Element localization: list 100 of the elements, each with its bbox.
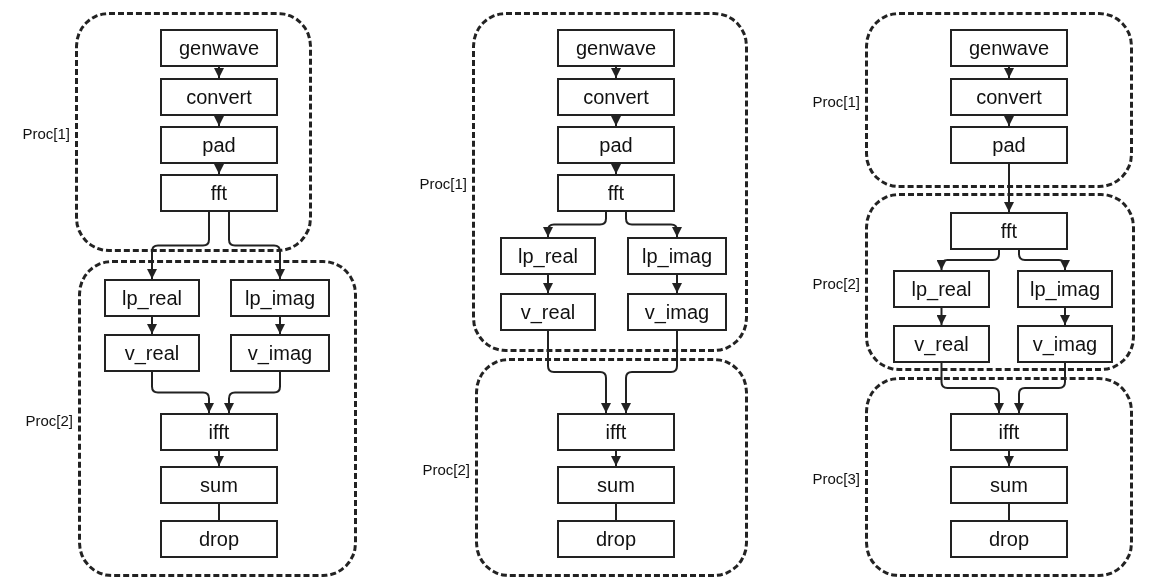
arrow xyxy=(275,316,285,335)
process-name: genwave xyxy=(575,36,657,60)
process-box xyxy=(104,334,200,372)
arrow xyxy=(1060,307,1070,326)
process-name: convert xyxy=(976,85,1042,109)
arrow xyxy=(1004,115,1014,127)
process-box xyxy=(1017,325,1113,363)
process-name: v_real xyxy=(124,341,180,365)
process-name: lp_imag xyxy=(244,286,315,310)
process-name: sum xyxy=(597,473,635,497)
arrow xyxy=(611,450,621,467)
arrow xyxy=(147,211,210,280)
process-box xyxy=(950,520,1068,558)
process-box xyxy=(557,126,675,164)
process-box xyxy=(160,520,278,558)
arrow xyxy=(543,211,607,238)
process-name: lp_imag xyxy=(641,244,712,268)
process-name: lp_real xyxy=(911,277,972,301)
process-name: fft xyxy=(210,181,228,205)
process-box xyxy=(160,126,278,164)
arrow xyxy=(147,316,157,335)
arrow xyxy=(543,274,553,294)
process-name: ifft xyxy=(998,420,1020,444)
process-box xyxy=(950,212,1068,250)
process-box xyxy=(500,237,596,275)
process-name: fft xyxy=(607,181,625,205)
arrow xyxy=(214,115,224,127)
process-name: sum xyxy=(200,473,238,497)
process-box xyxy=(627,293,727,331)
process-name: pad xyxy=(599,133,633,157)
process-name: lp_imag xyxy=(1029,277,1100,301)
process-box xyxy=(160,29,278,67)
process-name: v_imag xyxy=(644,300,710,324)
process-box xyxy=(557,520,675,558)
connector-line xyxy=(615,503,617,521)
process-box xyxy=(893,270,990,308)
arrow xyxy=(214,66,224,79)
arrow xyxy=(214,163,224,175)
process-name: ifft xyxy=(605,420,627,444)
process-name: lp_real xyxy=(121,286,182,310)
process-label: Proc[2] xyxy=(25,411,73,429)
arrow xyxy=(936,249,1000,271)
process-name: genwave xyxy=(178,36,260,60)
process-name: ifft xyxy=(208,420,230,444)
arrow xyxy=(1004,66,1014,79)
arrow xyxy=(224,371,281,414)
process-box xyxy=(104,279,200,317)
process-name: pad xyxy=(202,133,236,157)
process-name: convert xyxy=(186,85,252,109)
process-box xyxy=(500,293,596,331)
process-box xyxy=(557,466,675,504)
process-box xyxy=(557,29,675,67)
arrow xyxy=(611,66,621,79)
connector-line xyxy=(218,503,220,521)
arrow xyxy=(228,211,285,280)
arrow xyxy=(672,274,682,294)
process-name: drop xyxy=(596,527,636,551)
process-box xyxy=(557,78,675,116)
arrow xyxy=(611,163,621,175)
process-box xyxy=(950,126,1068,164)
process-label: Proc[2] xyxy=(812,275,860,292)
process-box xyxy=(950,78,1068,116)
process-label: Proc[3] xyxy=(812,470,860,487)
process-box xyxy=(160,78,278,116)
process-box xyxy=(950,466,1068,504)
process-name: drop xyxy=(199,527,239,551)
process-name: v_real xyxy=(914,332,969,356)
arrow xyxy=(625,211,682,238)
arrow xyxy=(1004,450,1014,467)
process-box xyxy=(230,279,330,317)
process-box xyxy=(627,237,727,275)
arrow xyxy=(1004,163,1014,213)
process-name: v_imag xyxy=(1032,332,1098,356)
arrow xyxy=(621,330,678,414)
process-name: sum xyxy=(990,473,1028,497)
process-name: pad xyxy=(992,133,1026,157)
process-box xyxy=(1017,270,1113,308)
process-name: lp_real xyxy=(517,244,578,268)
process-box xyxy=(950,29,1068,67)
process-name: v_real xyxy=(520,300,576,324)
process-box xyxy=(557,174,675,212)
process-box xyxy=(160,413,278,451)
process-box xyxy=(893,325,990,363)
process-name: genwave xyxy=(968,36,1050,60)
arrow xyxy=(547,330,611,414)
process-name: v_imag xyxy=(247,341,313,365)
process-label: Proc[2] xyxy=(422,460,470,478)
arrow xyxy=(611,115,621,127)
process-name: fft xyxy=(1000,219,1018,243)
process-box xyxy=(160,174,278,212)
process-box xyxy=(160,466,278,504)
process-box xyxy=(557,413,675,451)
process-name: drop xyxy=(989,527,1029,551)
process-label: Proc[1] xyxy=(419,175,467,192)
arrow xyxy=(151,371,214,414)
process-name: convert xyxy=(583,85,649,109)
arrow xyxy=(936,307,947,326)
arrow xyxy=(1014,362,1066,414)
arrow xyxy=(214,450,224,467)
connector-line xyxy=(1008,503,1010,521)
